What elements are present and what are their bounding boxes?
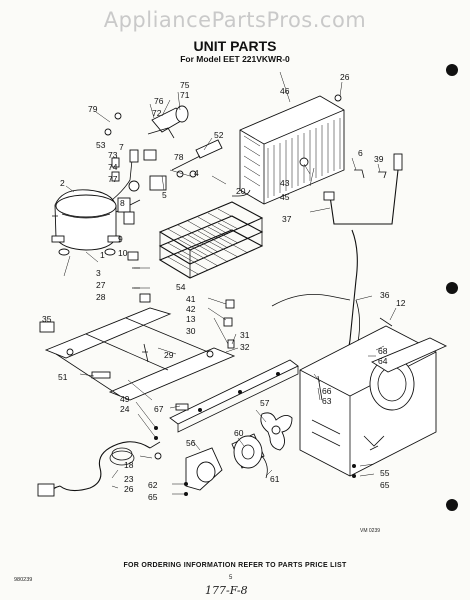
- callout-65-right: 65: [380, 480, 390, 490]
- binder-hole-top: [446, 64, 458, 76]
- callout-79: 79: [88, 104, 98, 114]
- callout-1: 1: [100, 250, 105, 260]
- callout-36: 36: [380, 290, 390, 300]
- callout-45: 45: [280, 192, 290, 202]
- compressor: [51, 159, 141, 256]
- callout-78: 78: [174, 152, 184, 162]
- callout-12: 12: [396, 298, 406, 308]
- binder-hole-middle: [446, 282, 458, 294]
- callout-65-left: 65: [148, 492, 158, 502]
- callout-56: 56: [186, 438, 196, 448]
- power-cord: [37, 441, 161, 497]
- callout-8: 8: [120, 198, 125, 208]
- callout-7: 7: [119, 142, 124, 152]
- callout-10: 10: [118, 248, 128, 258]
- callout-61: 61: [270, 474, 280, 484]
- callout-4: 4: [194, 168, 199, 178]
- callout-72: 72: [152, 108, 162, 118]
- callout-46: 46: [280, 86, 290, 96]
- callout-41: 41: [186, 294, 196, 304]
- callout-63: 63: [322, 396, 332, 406]
- callout-54: 54: [176, 282, 186, 292]
- handwritten-note: 177-F-8: [205, 584, 248, 597]
- callout-66: 66: [322, 386, 332, 396]
- callout-71: 71: [180, 90, 190, 100]
- art-code: VM 0239: [360, 528, 381, 534]
- motor-bracket: [185, 447, 223, 491]
- callout-31: 31: [240, 330, 250, 340]
- relay-overload-group: [111, 149, 167, 225]
- callout-53: 53: [96, 140, 106, 150]
- binder-hole-bottom: [446, 499, 458, 511]
- callout-30: 30: [186, 326, 196, 336]
- fan-motor: [231, 412, 293, 479]
- drier-tube: [171, 139, 223, 178]
- callout-20: 20: [236, 186, 246, 196]
- callout-42: 42: [186, 304, 196, 314]
- tube-assembly: [271, 153, 403, 361]
- callout-32: 32: [240, 342, 250, 352]
- base-frame: [39, 293, 236, 401]
- callout-37: 37: [282, 214, 292, 224]
- callout-77: 77: [108, 174, 118, 184]
- callout-35: 35: [42, 314, 52, 324]
- callout-55: 55: [380, 468, 390, 478]
- callout-5: 5: [162, 190, 167, 200]
- callout-62: 62: [148, 480, 158, 490]
- callout-29: 29: [164, 350, 174, 360]
- callout-60: 60: [234, 428, 244, 438]
- callout-24: 24: [120, 404, 130, 414]
- page-title: UNIT PARTS: [193, 38, 277, 54]
- corner-code: 980239: [14, 577, 33, 583]
- callout-68: 68: [378, 346, 388, 356]
- callout-51: 51: [58, 372, 68, 382]
- page-number: 5: [229, 575, 233, 581]
- callout-52: 52: [214, 130, 224, 140]
- callout-49: 49: [120, 394, 130, 404]
- callout-75: 75: [180, 80, 190, 90]
- callout-26-bottom: 26: [124, 484, 134, 494]
- evaporator-coil: [158, 201, 264, 279]
- callout-74: 74: [108, 162, 118, 172]
- hardware-screws: [52, 94, 387, 496]
- leader-lines: [63, 71, 397, 495]
- callout-57: 57: [260, 398, 270, 408]
- ordering-note: FOR ORDERING INFORMATION REFER TO PARTS …: [123, 562, 347, 569]
- callout-26-top: 26: [340, 72, 350, 82]
- callout-labels: 1 2 3 4 5 6 7 8 9 10 12 13 18 20 23 24 2…: [42, 72, 406, 502]
- callout-27: 27: [96, 280, 106, 290]
- callout-64: 64: [378, 356, 388, 366]
- callout-6: 6: [358, 148, 363, 158]
- fan-shroud: [299, 325, 448, 477]
- callout-13: 13: [186, 314, 196, 324]
- callout-9: 9: [118, 234, 123, 244]
- callout-43: 43: [280, 178, 290, 188]
- callout-76: 76: [154, 96, 164, 106]
- callout-28: 28: [96, 292, 106, 302]
- watermark-text: AppliancePartsPros.com: [103, 8, 367, 32]
- condenser: [232, 95, 345, 205]
- callout-39: 39: [374, 154, 384, 164]
- callout-2: 2: [60, 178, 65, 188]
- callout-73: 73: [108, 150, 118, 160]
- capacitor: [104, 105, 189, 139]
- callout-67: 67: [154, 404, 164, 414]
- mounting-rail: [169, 359, 299, 433]
- callout-3: 3: [96, 268, 101, 278]
- model-subtitle: For Model EET 221VKWR-0: [180, 54, 290, 64]
- callout-18: 18: [124, 460, 134, 470]
- callout-23: 23: [124, 474, 134, 484]
